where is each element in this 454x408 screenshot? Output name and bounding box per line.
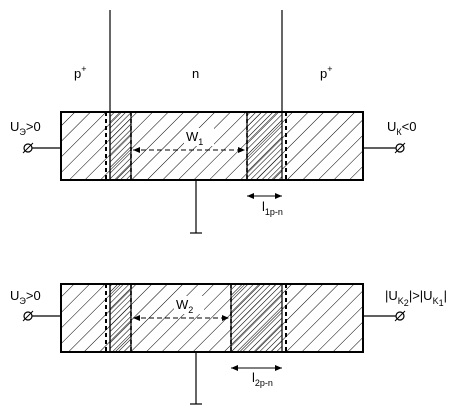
top-collector-voltage: UК<0 — [387, 119, 416, 137]
top-width-label: W1 — [186, 129, 203, 147]
bottom-transistor: W2 UЭ>0 |UK2|>|UK1| l2p-n — [10, 283, 447, 405]
region-middle-label: n — [192, 66, 199, 81]
top-transistor: W1 UЭ>0 UК<0 l1p-n — [10, 10, 416, 234]
region-left-label: p+ — [74, 64, 87, 81]
region-labels: p+ n p+ — [74, 64, 333, 81]
bottom-length-label: l2p-n — [252, 370, 273, 388]
top-collector-depletion — [246, 111, 283, 181]
bottom-width-label-bg — [174, 296, 204, 314]
bottom-collector-voltage: |UK2|>|UK1| — [385, 288, 447, 308]
top-length-label: l1p-n — [262, 199, 283, 217]
top-width-label-bg — [184, 128, 214, 146]
bottom-emitter-voltage: UЭ>0 — [10, 288, 41, 306]
region-right-label: p+ — [320, 64, 333, 81]
top-emitter-voltage: UЭ>0 — [10, 119, 41, 137]
bottom-collector-depletion — [230, 283, 283, 353]
bottom-emitter-depletion — [109, 283, 132, 353]
bottom-width-label: W2 — [176, 297, 193, 315]
top-emitter-depletion — [109, 111, 132, 181]
